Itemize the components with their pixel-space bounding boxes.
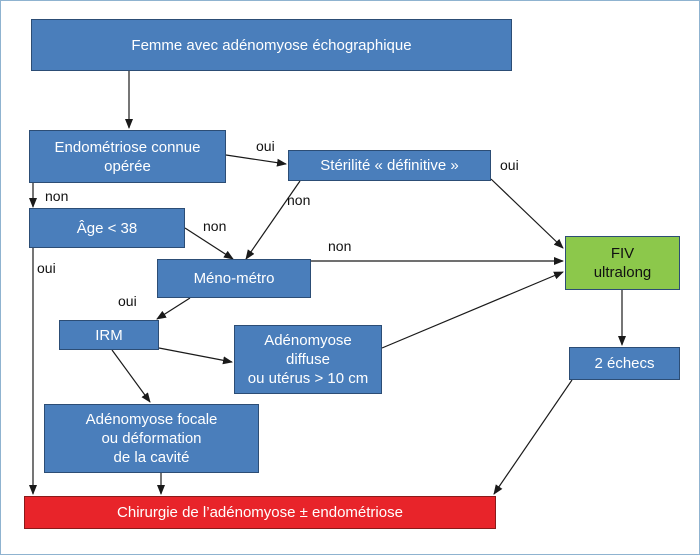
- edge-menometro-to-irm: [156, 297, 191, 320]
- edge-endometriosis-to-sterility: [225, 154, 287, 167]
- label-menometro-non: non: [328, 238, 352, 254]
- node-endometriosis: Endométriose connue opérée: [29, 130, 226, 183]
- node-focal: Adénomyose focale ou déformation de la c…: [44, 404, 259, 473]
- label-age-oui: oui: [37, 260, 56, 276]
- node-menometro: Méno-métro: [157, 259, 311, 298]
- edge-irm-to-diffuse: [158, 347, 233, 365]
- edge-irm-to-focal: [111, 349, 151, 403]
- node-fiv: FIV ultralong: [565, 236, 680, 290]
- node-two-failures: 2 échecs: [569, 347, 680, 380]
- node-surgery: Chirurgie de l’adénomyose ± endométriose: [24, 496, 496, 529]
- label-endometriosis-non: non: [45, 188, 69, 204]
- label-sterility-oui: oui: [500, 157, 519, 173]
- label-endometriosis-oui: oui: [256, 138, 275, 154]
- node-diffuse: Adénomyose diffuse ou utérus > 10 cm: [234, 325, 382, 394]
- edge-two-failures-to-surgery: [493, 379, 573, 495]
- edge-diffuse-to-fiv: [381, 271, 564, 349]
- node-age: Âge < 38: [29, 208, 185, 248]
- label-menometro-oui: oui: [118, 293, 137, 309]
- edge-age-to-menometro: [184, 227, 234, 260]
- label-age-non: non: [203, 218, 227, 234]
- node-irm: IRM: [59, 320, 159, 350]
- edge-sterility-to-menometro: [245, 180, 301, 260]
- edge-sterility-to-fiv: [490, 178, 564, 249]
- label-sterility-non: non: [287, 192, 311, 208]
- node-sterility: Stérilité « définitive »: [288, 150, 491, 181]
- node-start: Femme avec adénomyose échographique: [31, 19, 512, 71]
